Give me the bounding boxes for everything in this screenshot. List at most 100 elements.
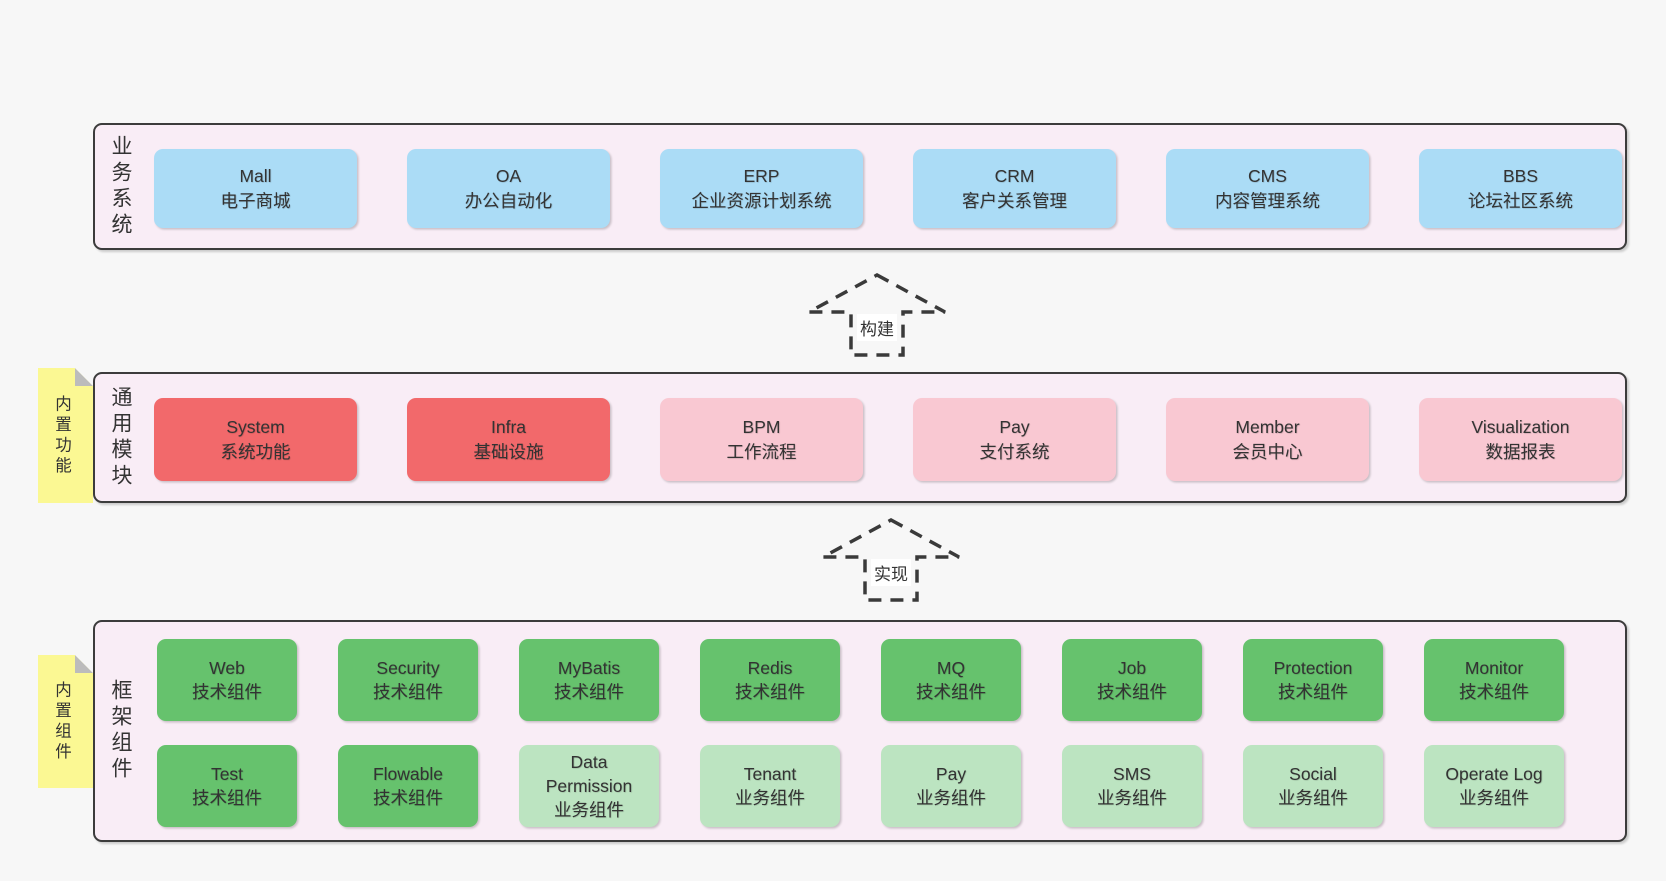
node-title: Flowable <box>372 763 444 784</box>
node-job: Job 技术组件 <box>1062 639 1202 721</box>
node-title: Test <box>210 763 244 784</box>
node-mall: Mall 电子商城 <box>154 149 357 228</box>
node-title: MQ <box>936 657 966 678</box>
node-subtitle: 论坛社区系统 <box>1468 190 1573 211</box>
node-monitor: Monitor 技术组件 <box>1424 639 1564 721</box>
node-subtitle: 办公自动化 <box>464 190 553 211</box>
node-tenant: Tenant 业务组件 <box>700 745 840 827</box>
node-title: Tenant <box>743 763 797 784</box>
dashed-up-arrow-icon <box>822 518 960 602</box>
node-title: Monitor <box>1464 657 1524 678</box>
node-test: Test 技术组件 <box>157 745 297 827</box>
sticky-label: 内置组件 <box>52 680 71 763</box>
arrow-label: 实现 <box>871 559 911 586</box>
node-subtitle: 技术组件 <box>554 682 624 702</box>
layer-framework-components: 框架组件 Web 技术组件 Security 技术组件 MyBatis 技术组件… <box>93 620 1627 842</box>
node-title: MyBatis <box>557 657 621 678</box>
layer-label: 框架组件 <box>109 679 132 783</box>
node-title: Member <box>1235 417 1300 438</box>
node-flowable: Flowable 技术组件 <box>338 745 478 827</box>
layer-business-systems: 业务系统 Mall 电子商城 OA 办公自动化 ERP 企业资源计划系统 CRM… <box>93 123 1627 250</box>
node-title: CRM <box>994 166 1035 187</box>
node-data-permission: Data Permission 业务组件 <box>519 745 659 827</box>
node-social: Social 业务组件 <box>1243 745 1383 827</box>
node-subtitle: 业务组件 <box>1459 788 1529 808</box>
node-title: Job <box>1117 657 1147 678</box>
node-sms: SMS 业务组件 <box>1062 745 1202 827</box>
node-pay-module: Pay 支付系统 <box>913 398 1116 481</box>
node-erp: ERP 企业资源计划系统 <box>660 149 863 228</box>
node-title: Operate Log <box>1445 763 1543 784</box>
node-title: ERP <box>743 166 780 187</box>
node-title: Security <box>376 657 440 678</box>
node-title: OA <box>495 166 522 187</box>
node-subtitle: 系统功能 <box>220 441 291 462</box>
node-subtitle: 技术组件 <box>916 682 986 702</box>
node-title: Pay <box>935 763 967 784</box>
node-operate-log: Operate Log 业务组件 <box>1424 745 1564 827</box>
node-title: Web <box>209 657 245 678</box>
node-title: Social <box>1289 763 1337 784</box>
node-bpm: BPM 工作流程 <box>660 398 863 481</box>
node-title: System <box>226 417 285 438</box>
arrow-build: 构建 <box>806 272 948 358</box>
node-subtitle: 电子商城 <box>220 190 291 211</box>
node-subtitle: 业务组件 <box>916 788 986 808</box>
node-security: Security 技术组件 <box>338 639 478 721</box>
layer-common-modules: 通用模块 System 系统功能 Infra 基础设施 BPM 工作流程 Pay… <box>93 372 1627 503</box>
node-subtitle: 技术组件 <box>373 682 443 702</box>
node-title: CMS <box>1248 166 1287 187</box>
node-subtitle: 业务组件 <box>1097 788 1167 808</box>
node-redis: Redis 技术组件 <box>700 639 840 721</box>
node-title: Redis <box>747 657 793 678</box>
node-subtitle: 技术组件 <box>1459 682 1529 702</box>
node-title: Protection <box>1273 657 1353 678</box>
node-infra: Infra 基础设施 <box>407 398 610 481</box>
node-visualization: Visualization 数据报表 <box>1419 398 1622 481</box>
arrow-implement: 实现 <box>820 517 962 603</box>
node-subtitle: 技术组件 <box>735 682 805 702</box>
node-cms: CMS 内容管理系统 <box>1166 149 1369 228</box>
node-member: Member 会员中心 <box>1166 398 1369 481</box>
node-title: Pay <box>999 417 1030 438</box>
node-subtitle: 数据报表 <box>1485 441 1556 462</box>
node-subtitle: 业务组件 <box>735 788 805 808</box>
sticky-note-builtin-components: 内置组件 <box>38 655 93 788</box>
sticky-label: 内置功能 <box>52 394 71 477</box>
node-subtitle: 支付系统 <box>979 441 1050 462</box>
node-title: Mall <box>239 166 272 187</box>
node-web: Web 技术组件 <box>157 639 297 721</box>
node-subtitle: 技术组件 <box>192 682 262 702</box>
layer-label: 通用模块 <box>109 385 132 490</box>
node-mq: MQ 技术组件 <box>881 639 1021 721</box>
node-subtitle: 技术组件 <box>1278 682 1348 702</box>
node-subtitle: 企业资源计划系统 <box>691 190 832 211</box>
dashed-up-arrow-icon <box>808 273 946 357</box>
arrow-label: 构建 <box>857 314 897 341</box>
node-title: Infra <box>490 417 527 438</box>
node-subtitle: 客户关系管理 <box>962 190 1067 211</box>
node-title: BPM <box>742 417 781 438</box>
node-subtitle: 工作流程 <box>726 441 797 462</box>
node-subtitle: 业务组件 <box>554 800 624 821</box>
node-subtitle: 业务组件 <box>1278 788 1348 808</box>
node-subtitle: 基础设施 <box>473 441 544 462</box>
node-subtitle: 会员中心 <box>1232 441 1303 462</box>
node-subtitle: 内容管理系统 <box>1215 190 1320 211</box>
node-protection: Protection 技术组件 <box>1243 639 1383 721</box>
node-subtitle: 技术组件 <box>1097 682 1167 702</box>
node-title: SMS <box>1113 763 1151 784</box>
node-subtitle: 技术组件 <box>192 788 262 808</box>
sticky-note-builtin-features: 内置功能 <box>38 368 93 503</box>
node-title: Data Permission <box>545 751 633 796</box>
node-mybatis: MyBatis 技术组件 <box>519 639 659 721</box>
node-title: BBS <box>1502 166 1539 187</box>
node-system: System 系统功能 <box>154 398 357 481</box>
node-title: Visualization <box>1471 417 1570 438</box>
node-subtitle: 技术组件 <box>373 788 443 808</box>
node-bbs: BBS 论坛社区系统 <box>1419 149 1622 228</box>
node-pay-component: Pay 业务组件 <box>881 745 1021 827</box>
node-crm: CRM 客户关系管理 <box>913 149 1116 228</box>
node-oa: OA 办公自动化 <box>407 149 610 228</box>
